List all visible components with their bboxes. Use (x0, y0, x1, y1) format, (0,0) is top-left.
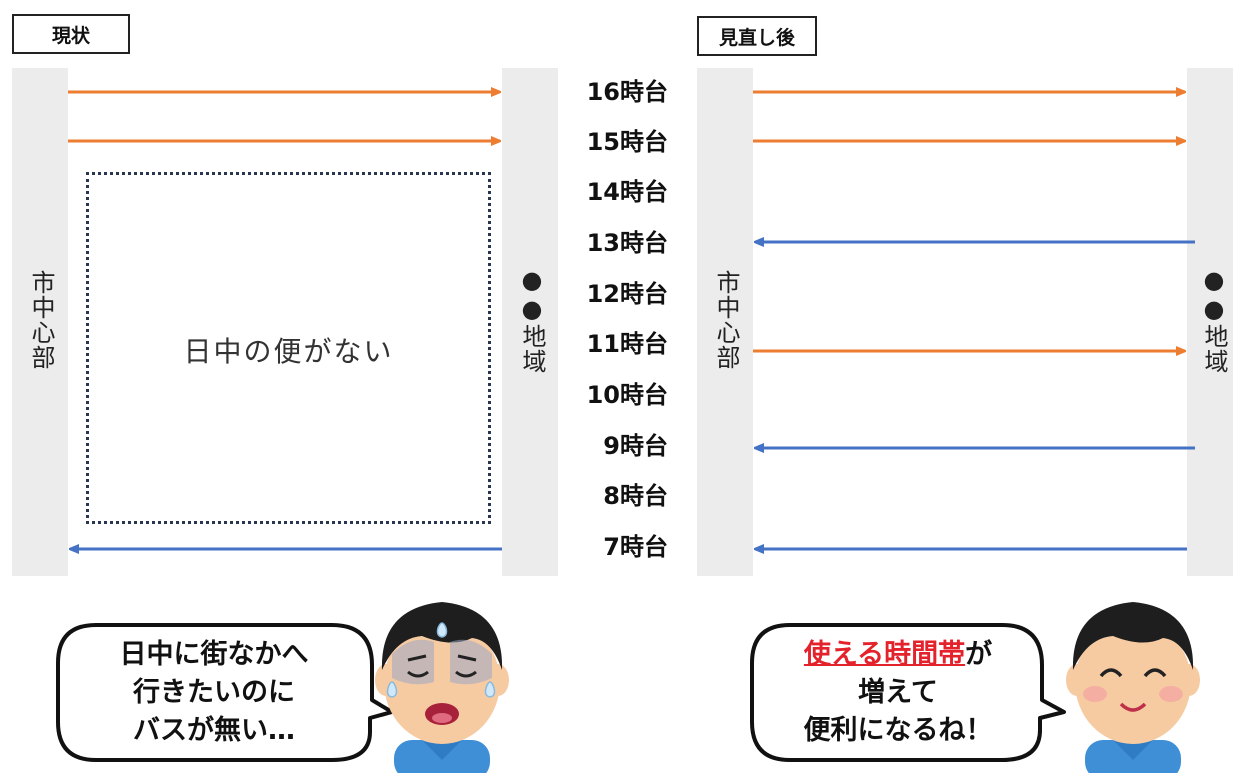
sweat-drop-icon (436, 622, 448, 638)
worried-boy-icon (375, 602, 509, 773)
after-review-label: 見直し後 (697, 16, 817, 56)
left-city-pillar (12, 68, 68, 576)
speech-emphasis: 使える時間帯 (803, 639, 966, 670)
happy-boy-icon (1066, 602, 1200, 773)
time-label-9: 9時台 (603, 432, 668, 460)
left-city-label: 市中心部 (27, 270, 55, 370)
speech-rest: が 増えて 便利になるね！ (803, 639, 993, 746)
right-speech-text: 使える時間帯が 増えて 便利になるね！ (758, 636, 1038, 750)
time-label-10: 10時台 (586, 381, 668, 409)
time-label-13: 13時台 (586, 229, 668, 257)
left-area-pillar (502, 68, 558, 576)
time-label-16: 16時台 (586, 78, 668, 106)
left-speech-text: 日中に街なかへ 行きたいのに バスが無い… (119, 639, 309, 746)
right-area-pillar (1187, 68, 1233, 576)
time-label-15: 15時台 (586, 128, 668, 156)
time-label-8: 8時台 (603, 482, 668, 510)
time-label-7: 7時台 (603, 533, 668, 561)
current-state-label: 現状 (12, 14, 130, 54)
right-city-pillar (697, 68, 753, 576)
no-service-box (86, 172, 491, 524)
right-area-label: ●●地域 (1200, 266, 1228, 374)
time-label-12: 12時台 (586, 280, 668, 308)
time-label-11: 11時台 (586, 330, 668, 358)
time-label-14: 14時台 (586, 178, 668, 206)
left-area-label: ●●地域 (518, 266, 546, 374)
no-service-text: 日中の便がない (183, 335, 394, 368)
right-city-label: 市中心部 (712, 270, 740, 370)
